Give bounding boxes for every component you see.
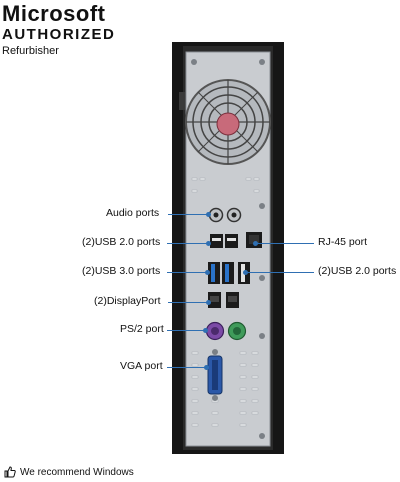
vga-port [207, 349, 223, 401]
brand-microsoft: Microsoft [2, 1, 106, 26]
label-usb20-right: (2)USB 2.0 ports [318, 265, 397, 277]
fan-grille [185, 79, 271, 165]
leader-rj45 [253, 241, 314, 246]
displayports [208, 292, 239, 308]
usb30-ports [208, 262, 234, 284]
ps2-ports [205, 321, 247, 341]
brand-logo: Microsoft AUTHORIZED Refurbisher [2, 2, 115, 59]
brand-refurbisher: Refurbisher [2, 45, 59, 57]
rj45-port [246, 232, 262, 248]
recommend-text: We recommend Windows [20, 466, 134, 478]
leader-usb20-left [167, 241, 211, 246]
windows-recommendation: We recommend Windows [4, 466, 134, 478]
fan-hub [216, 112, 240, 136]
thumbs-up-icon [4, 466, 16, 478]
leader-ps2 [167, 328, 208, 333]
usb20-left-ports [210, 234, 238, 248]
label-vga: VGA port [120, 360, 163, 372]
label-displayport: (2)DisplayPort [94, 295, 161, 307]
brand-authorized: AUTHORIZED [2, 26, 116, 43]
leader-vga [167, 365, 209, 370]
leader-displayport [168, 300, 211, 305]
leader-audio [168, 212, 211, 217]
label-ps2: PS/2 port [120, 323, 164, 335]
leader-usb30 [167, 270, 210, 275]
label-usb30: (2)USB 3.0 ports [82, 265, 161, 277]
leader-usb20-right [243, 270, 314, 275]
audio-jacks [208, 207, 242, 223]
label-usb20-left: (2)USB 2.0 ports [82, 236, 161, 248]
label-rj45: RJ-45 port [318, 236, 368, 248]
label-audio-ports: Audio ports [106, 207, 160, 219]
